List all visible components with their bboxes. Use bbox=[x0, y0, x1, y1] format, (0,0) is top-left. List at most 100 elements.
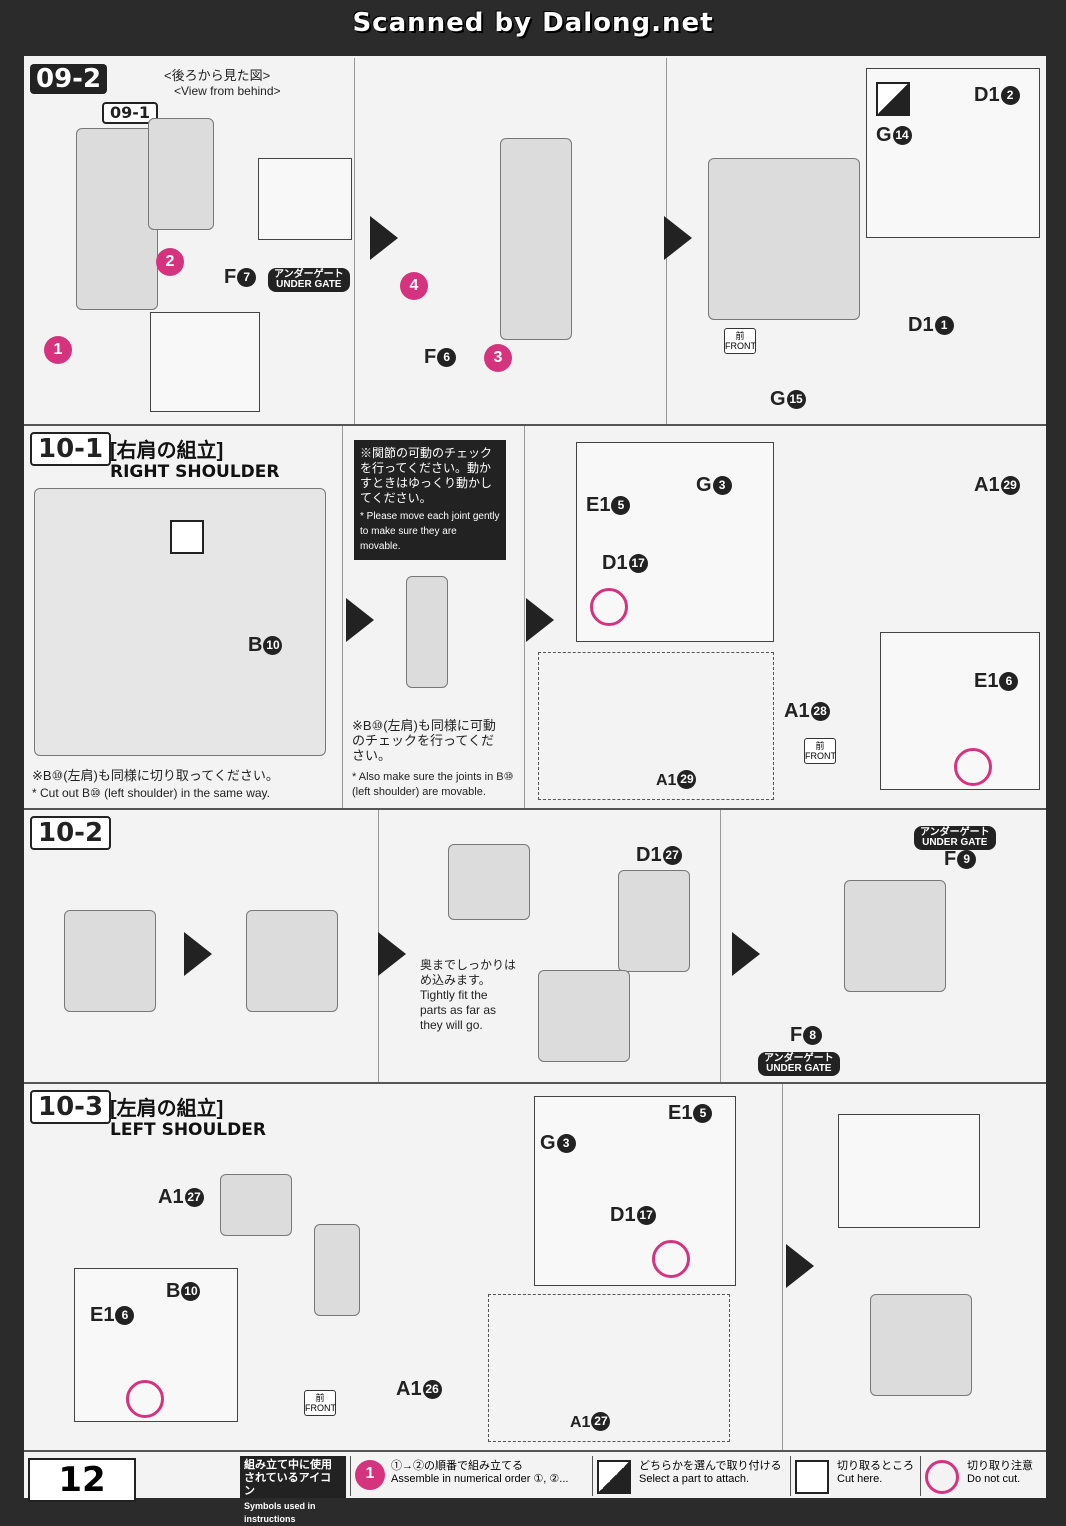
arm-assembly-illustration bbox=[500, 138, 572, 340]
divider bbox=[720, 810, 721, 1082]
next-arrow-icon bbox=[786, 1244, 814, 1288]
do-not-cut-icon bbox=[954, 748, 992, 786]
next-arrow-icon bbox=[370, 216, 398, 260]
step-label: 09-2 bbox=[30, 64, 108, 94]
shoulder-armor-illustration bbox=[618, 870, 690, 972]
next-arrow-icon bbox=[664, 216, 692, 260]
torso-illustration bbox=[708, 158, 860, 320]
order-icon: 1 bbox=[355, 1460, 385, 1490]
front-indicator: 前 FRONT bbox=[804, 738, 836, 764]
cut-note-en: * Cut out B⑩ (left shoulder) in the same… bbox=[32, 786, 270, 800]
step-label: 10-3 bbox=[30, 1090, 112, 1124]
detail-callout bbox=[258, 158, 352, 240]
assembly-callout bbox=[534, 1096, 736, 1286]
also-check-en: * Also make sure the joints in B⑩ (left … bbox=[352, 771, 514, 798]
upper-body-illustration bbox=[148, 118, 214, 230]
step-badge-2: 2 bbox=[156, 248, 184, 276]
step-badge-1: 1 bbox=[44, 336, 72, 364]
left-shoulder-assembled-illustration bbox=[870, 1294, 972, 1396]
shoulder-armor-illustration bbox=[220, 1174, 292, 1236]
view-caption-en: <View from behind> bbox=[174, 84, 281, 98]
legend-order: 1 ①→②の順番で組み立てる Assemble in numerical ord… bbox=[350, 1456, 583, 1496]
view-caption-jp: <後ろから見た図> bbox=[164, 68, 271, 83]
do-not-cut-icon bbox=[590, 588, 628, 626]
shoulder-joint-illustration bbox=[406, 576, 448, 688]
do-not-cut-icon bbox=[652, 1240, 690, 1278]
legend-header: 組み立て中に使用されているアイコン Symbols used in instru… bbox=[240, 1456, 346, 1524]
shoulder-base-illustration bbox=[538, 970, 630, 1062]
legend-select: どちらかを選んで取り付ける Select a part to attach. bbox=[592, 1456, 783, 1496]
step-09-2-panel: 09-2 <後ろから見た図> <View from behind> 09-1 1… bbox=[24, 58, 1046, 426]
detail-callout-bottom bbox=[150, 312, 260, 412]
divider bbox=[782, 1084, 783, 1450]
shoulder-frame-illustration bbox=[314, 1224, 360, 1316]
shoulder-illustration bbox=[64, 910, 156, 1012]
select-part-icon bbox=[597, 1460, 631, 1494]
shoulder-rotated-illustration bbox=[246, 910, 338, 1012]
legend-cut: 切り取るところ Cut here. bbox=[790, 1456, 915, 1496]
shoulder-assembled-illustration bbox=[844, 880, 946, 992]
under-gate-label-bottom: アンダーゲート UNDER GATE bbox=[758, 1052, 840, 1076]
step-badge-4: 4 bbox=[400, 272, 428, 300]
select-part-icon bbox=[876, 82, 910, 116]
fit-note-jp: 奥までしっかりはめ込みます。 bbox=[420, 958, 517, 987]
do-not-cut-icon bbox=[925, 1460, 959, 1494]
divider bbox=[354, 58, 355, 424]
next-arrow-icon bbox=[378, 932, 406, 976]
cut-here-icon bbox=[170, 520, 204, 554]
detail-dashed-callout bbox=[538, 652, 774, 800]
section-title-en: RIGHT SHOULDER bbox=[110, 462, 280, 482]
under-gate-label-top: アンダーゲート UNDER GATE bbox=[914, 826, 996, 850]
page-number: 12 bbox=[28, 1458, 136, 1502]
armor-detail-illustration bbox=[448, 844, 530, 920]
section-title-jp: [左肩の組立] bbox=[110, 1098, 224, 1120]
arm-illustration bbox=[76, 128, 158, 310]
step-badge-3: 3 bbox=[484, 344, 512, 372]
under-gate-label: アンダーゲート UNDER GATE bbox=[268, 268, 350, 292]
cut-here-icon bbox=[795, 1460, 829, 1494]
do-not-cut-icon bbox=[126, 1380, 164, 1418]
next-arrow-icon bbox=[346, 598, 374, 642]
next-arrow-icon bbox=[526, 598, 554, 642]
section-title-en: LEFT SHOULDER bbox=[110, 1120, 266, 1140]
next-arrow-icon bbox=[732, 932, 760, 976]
cut-note-jp: ※B⑩(左肩)も同様に切り取ってください。 bbox=[32, 768, 279, 783]
also-check-jp: ※B⑩(左肩)も同様に可動のチェックを行ってください。 bbox=[352, 718, 496, 763]
fit-note-en: Tightly fit the parts as far as they wil… bbox=[420, 988, 497, 1032]
front-indicator: 前 FRONT bbox=[304, 1390, 336, 1416]
next-arrow-icon bbox=[184, 932, 212, 976]
detail-dashed-callout bbox=[488, 1294, 730, 1442]
rotation-callout bbox=[838, 1114, 980, 1228]
divider bbox=[342, 426, 343, 808]
step-label: 10-1 bbox=[30, 432, 112, 466]
legend-nocut: 切り取り注意 Do not cut. bbox=[920, 1456, 1045, 1496]
scan-watermark: Scanned by Dalong.net bbox=[352, 8, 714, 38]
